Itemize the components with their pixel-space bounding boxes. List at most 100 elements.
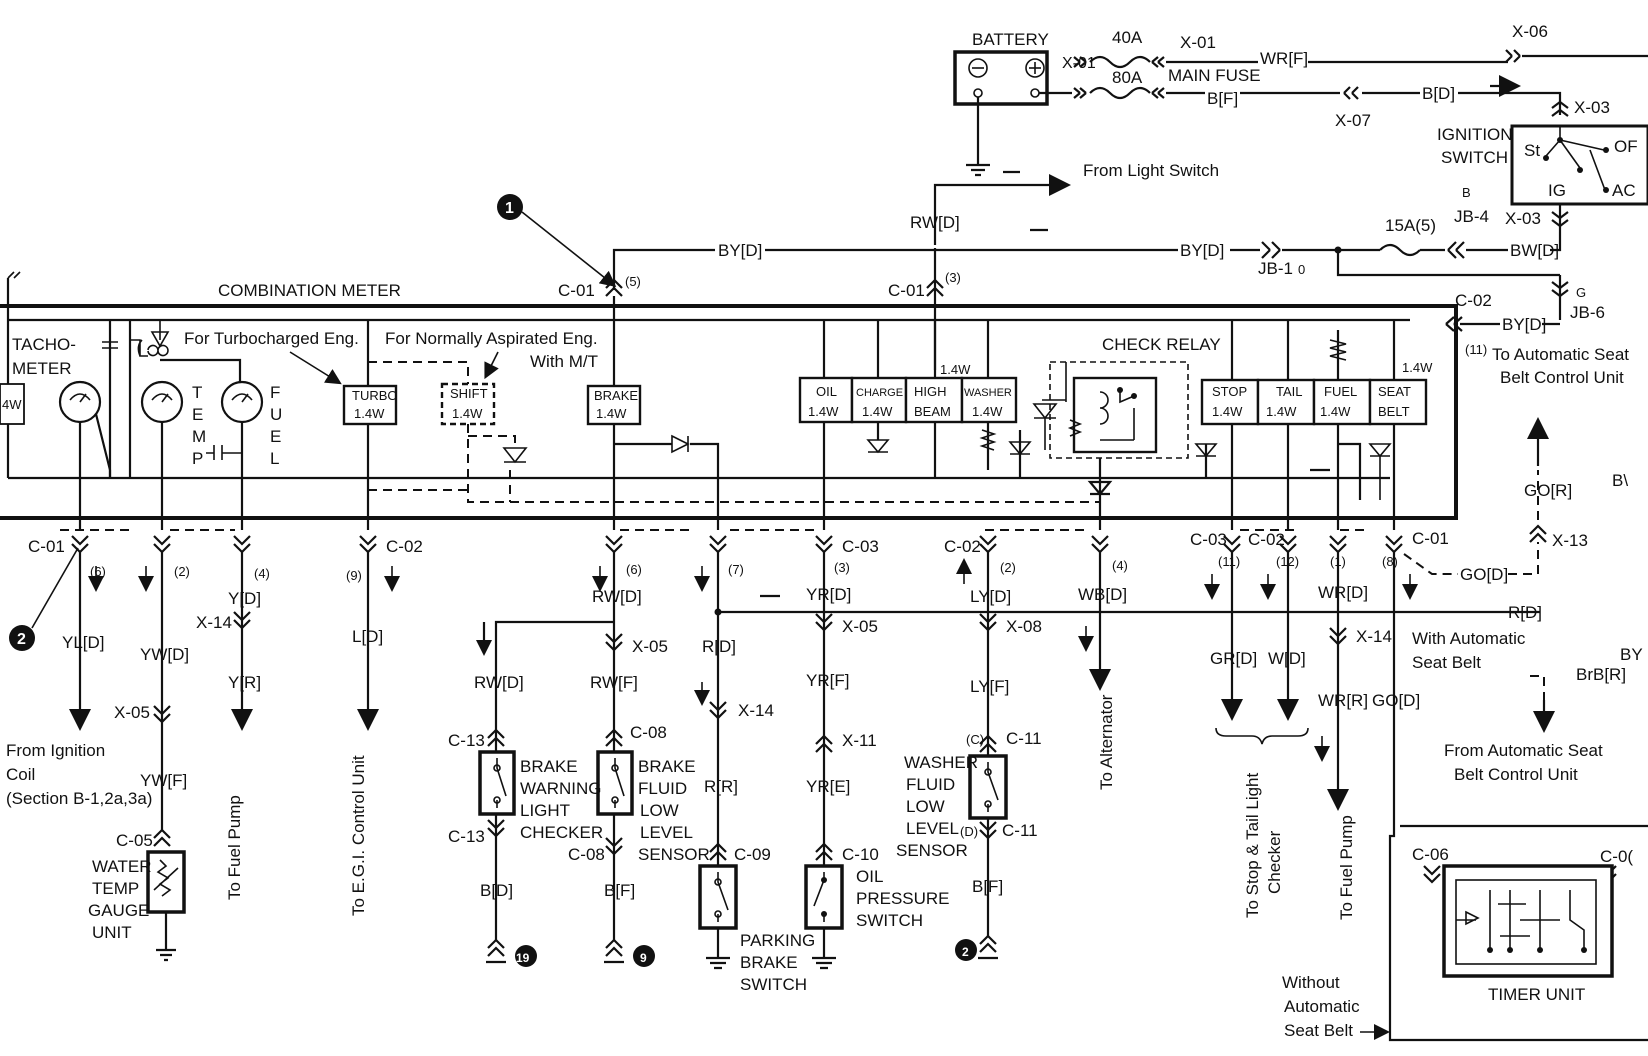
- fuse-40a-label: 40A: [1112, 28, 1143, 47]
- turbo-lamp-watt: 1.4W: [354, 406, 385, 421]
- jb4-pin: B: [1462, 185, 1471, 200]
- conn-x08: X-08: [1006, 617, 1042, 636]
- tail-lamp-label: TAIL: [1276, 384, 1303, 399]
- jb1-pin: 0: [1298, 262, 1305, 277]
- conn-c08-b: C-08: [568, 845, 605, 864]
- wire-go-d-a: GO[D]: [1372, 691, 1420, 710]
- pin-11: (11): [1218, 554, 1240, 569]
- to-stop-tail-2: Checker: [1265, 830, 1284, 894]
- fuel-gauge-circuit: Y[D] X-14 Y[R] To Fuel Pump: [196, 552, 261, 900]
- ignition-switch: X-03 IGNITION SWITCH St IG OF AC X-03: [1437, 98, 1648, 232]
- washer-fluid-circuit: LY[D] X-08 LY[F] (C) C-11 WASHER FLUID L…: [896, 552, 1042, 961]
- wire-wr-d: WR[D]: [1318, 583, 1368, 602]
- alternator-circuit: WB[D] To Alternator: [1078, 552, 1127, 790]
- from-automatic-1: From Automatic Seat: [1444, 741, 1603, 760]
- high-beam-label-2: BEAM: [914, 404, 951, 419]
- parking-brake-label-3: SWITCH: [740, 975, 807, 994]
- fuel-pump-circuit: WR[D] X-14 WR[R] GO[D] To Fuel Pump: [1318, 552, 1420, 920]
- fuel-letter-u: U: [270, 405, 282, 424]
- shift-lamp-label: SHIFT: [450, 386, 488, 401]
- to-egi: To E.G.I. Control Unit: [349, 755, 368, 916]
- fuel-lamp-label: FUEL: [1324, 384, 1357, 399]
- with-automatic-2: Seat Belt: [1412, 653, 1481, 672]
- shift-lamp-watt: 1.4W: [452, 406, 483, 421]
- pin-8: (8): [1382, 554, 1398, 569]
- wire-by-d-3: BY[D]: [1502, 315, 1546, 334]
- conn-c01-b: C-01: [888, 281, 925, 300]
- oil-pressure-circuit: YR[D] X-05 YR[F] X-11 YR[E] C-10 OIL PRE…: [804, 552, 950, 970]
- conn-x11-a: X-11: [842, 731, 877, 750]
- wire-wr-f: WR[F]: [1260, 49, 1308, 68]
- parking-brake-label-2: BRAKE: [740, 953, 798, 972]
- from-ignition-3: (Section B-1,2a,3a): [6, 789, 152, 808]
- seat-belt-lamp-label-1: SEAT: [1378, 384, 1411, 399]
- battery-label: BATTERY: [972, 30, 1049, 49]
- conn-c11-a: C-11: [1006, 729, 1042, 748]
- fuel-lamp-watt: 1.4W: [1320, 404, 1351, 419]
- brake-circuits: RW[D] X-05 RW[D] RW[F] C-13 C-08 BRAKE W…: [448, 552, 710, 967]
- bottom-connectors: C-01 (6) (2) (4) C-02 (9) (6) (7) C-03 (…: [28, 529, 1449, 583]
- brake-fluid-label-3: LOW: [640, 801, 679, 820]
- from-light-switch: From Light Switch RW[D]: [910, 161, 1219, 245]
- wire-brb-r: BrB[R]: [1576, 665, 1626, 684]
- auto-seat-label-2: Belt Control Unit: [1500, 368, 1624, 387]
- combination-meter-title: COMBINATION METER: [218, 281, 401, 300]
- stop-lamp-watt: 1.4W: [1212, 404, 1243, 419]
- water-temp-circuit: YW[D] X-05 YW[F] C-05 WATER TEMP GAUGE U…: [88, 552, 189, 962]
- conn-c03-right: C-03: [1190, 530, 1227, 549]
- washer-fluid-label-1: WASHER: [904, 753, 978, 772]
- seat-belt-lamp-watt: 1.4W: [1402, 360, 1433, 375]
- conn-c02-left: C-02: [386, 537, 423, 556]
- temp-letter-m: M: [192, 427, 206, 446]
- marker-1-text: 1: [505, 200, 514, 217]
- current-arrows: [88, 558, 1418, 762]
- na-note-2: With M/T: [530, 352, 598, 371]
- pin-d: (D): [960, 824, 978, 839]
- from-light-switch-label: From Light Switch: [1083, 161, 1219, 180]
- wire-r-d-right: R[D]: [1508, 603, 1542, 622]
- water-temp-label-4: UNIT: [92, 923, 132, 942]
- oil-pressure-label-2: PRESSURE: [856, 889, 950, 908]
- from-ignition-1: From Ignition: [6, 741, 105, 760]
- yl-d-circuit: YL[D] From Ignition Coil (Section B-1,2a…: [6, 552, 152, 808]
- wire-w-d: W[D]: [1268, 649, 1306, 668]
- ign-ig: IG: [1548, 181, 1566, 200]
- charge-lamp-label: CHARGE: [856, 387, 903, 399]
- check-relay-label: CHECK RELAY: [1102, 335, 1221, 354]
- without-automatic-1: Without: [1282, 973, 1340, 992]
- washer-lamp-label: WASHER: [964, 387, 1012, 399]
- conn-x14-c: X-14: [1356, 627, 1392, 646]
- wire-by-d-2: BY[D]: [1180, 241, 1224, 260]
- to-fuel-pump-2: To Fuel Pump: [1337, 815, 1356, 920]
- fuel-letter-l: L: [270, 449, 279, 468]
- temp-letter-e: E: [192, 405, 203, 424]
- fuel-letter-e: E: [270, 427, 281, 446]
- ign-acc: AC: [1612, 181, 1636, 200]
- brake-warn-label-2: WARNING: [520, 779, 602, 798]
- brake-warn-label-1: BRAKE: [520, 757, 578, 776]
- conn-c13-a: C-13: [448, 731, 485, 750]
- conn-x05-a: X-05: [114, 703, 150, 722]
- wire-yl-d: YL[D]: [62, 633, 105, 652]
- pin-4b: (4): [1112, 558, 1128, 573]
- ign-off: OF: [1614, 137, 1638, 156]
- brake-fluid-label-5: SENSOR: [638, 845, 710, 864]
- wire-b-f: B[F]: [1207, 89, 1238, 108]
- wire-b-f-2: B[F]: [972, 877, 1003, 896]
- conn-x14-a: X-14: [196, 613, 232, 632]
- battery: BATTERY: [953, 30, 1072, 177]
- tacho-label-2: METER: [12, 359, 72, 378]
- washer-fluid-label-2: FLUID: [906, 775, 955, 794]
- fuse-15a-label: 15A(5): [1385, 216, 1436, 235]
- turbo-lamp-label: TURBO: [352, 388, 398, 403]
- wire-yr-d: YR[D]: [806, 585, 851, 604]
- timer-unit: C-06 C-0( TIMER UNIT Without Automatic S…: [1282, 824, 1648, 1040]
- brake-fluid-label-1: BRAKE: [638, 757, 696, 776]
- conn-x06: X-06: [1512, 22, 1548, 41]
- ignition-label-2: SWITCH: [1441, 148, 1508, 167]
- pin-9: (9): [346, 568, 362, 583]
- wire-yw-f: YW[F]: [140, 771, 187, 790]
- oil-pressure-label-3: SWITCH: [856, 911, 923, 930]
- wire-rw-d-c: RW[D]: [474, 673, 524, 692]
- conn-c05: C-05: [116, 831, 153, 850]
